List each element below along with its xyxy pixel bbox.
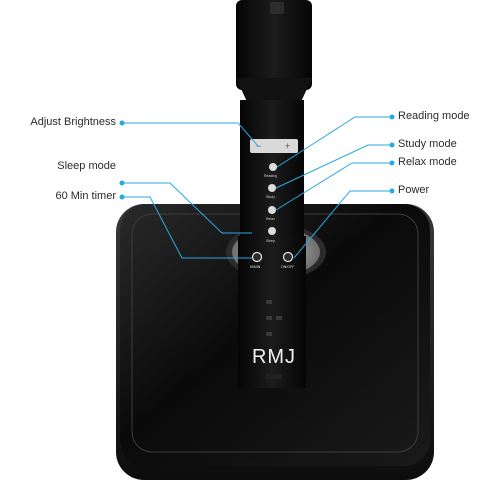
sleep-mode-button[interactable] bbox=[268, 227, 276, 235]
arm-hinge-slot bbox=[270, 2, 284, 14]
power-button-label: ON/OFF bbox=[281, 265, 294, 269]
callout-line-power bbox=[293, 190, 392, 259]
stem-dots bbox=[266, 300, 282, 379]
brightness-slider[interactable]: − + bbox=[250, 139, 298, 153]
callout-dot bbox=[119, 194, 125, 200]
callout-line-sleep bbox=[122, 182, 252, 234]
callout-dot bbox=[389, 114, 395, 120]
callout-line-study bbox=[275, 144, 392, 189]
callout-dot bbox=[389, 188, 395, 194]
callout-line-timer bbox=[122, 196, 252, 259]
arm-upper bbox=[236, 0, 312, 90]
mode-buttons: Reading Study Relax Sleep 60MIN ON/OFF bbox=[250, 163, 294, 269]
callout-study-mode: Study mode bbox=[398, 138, 457, 150]
power-button[interactable] bbox=[282, 251, 294, 263]
callout-lines bbox=[122, 116, 392, 259]
callout-dot bbox=[119, 180, 125, 186]
stem-dot bbox=[276, 316, 282, 320]
stem-dot bbox=[266, 316, 272, 320]
relax-mode-label: Relax bbox=[266, 217, 275, 221]
callout-60-min-timer: 60 Min timer bbox=[55, 190, 116, 202]
timer-button[interactable] bbox=[251, 251, 263, 263]
stem-dot bbox=[266, 332, 272, 336]
callout-reading-mode: Reading mode bbox=[398, 110, 470, 122]
brightness-minus-label: − bbox=[256, 141, 261, 151]
callout-adjust-brightness: Adjust Brightness bbox=[30, 116, 116, 128]
callout-dot bbox=[119, 120, 125, 126]
brand-logo: RMJ bbox=[252, 346, 296, 368]
study-mode-label: Study bbox=[266, 195, 275, 199]
reading-mode-label: Reading bbox=[264, 174, 277, 178]
callout-line-brightness bbox=[122, 122, 259, 147]
callout-dot bbox=[389, 160, 395, 166]
sleep-mode-label: Sleep bbox=[266, 239, 275, 243]
arm-joint bbox=[236, 78, 312, 104]
brightness-plus-label: + bbox=[285, 141, 290, 151]
stem-slot bbox=[266, 374, 282, 379]
callout-dots bbox=[119, 114, 395, 200]
lamp-arm bbox=[236, 0, 312, 388]
relax-mode-button[interactable] bbox=[268, 206, 276, 214]
callout-power: Power bbox=[398, 184, 430, 196]
reading-mode-button[interactable] bbox=[269, 163, 277, 171]
brightness-slider-track[interactable] bbox=[250, 139, 298, 153]
callout-line-reading bbox=[276, 116, 392, 168]
callout-line-relax bbox=[275, 162, 392, 211]
stem-dot bbox=[266, 300, 272, 304]
callout-dot bbox=[389, 142, 395, 148]
callout-sleep-mode: Sleep mode bbox=[57, 160, 116, 172]
timer-button-label: 60MIN bbox=[250, 265, 261, 269]
callout-relax-mode: Relax mode bbox=[398, 156, 457, 168]
study-mode-button[interactable] bbox=[268, 184, 276, 192]
arm-stem bbox=[238, 236, 306, 388]
